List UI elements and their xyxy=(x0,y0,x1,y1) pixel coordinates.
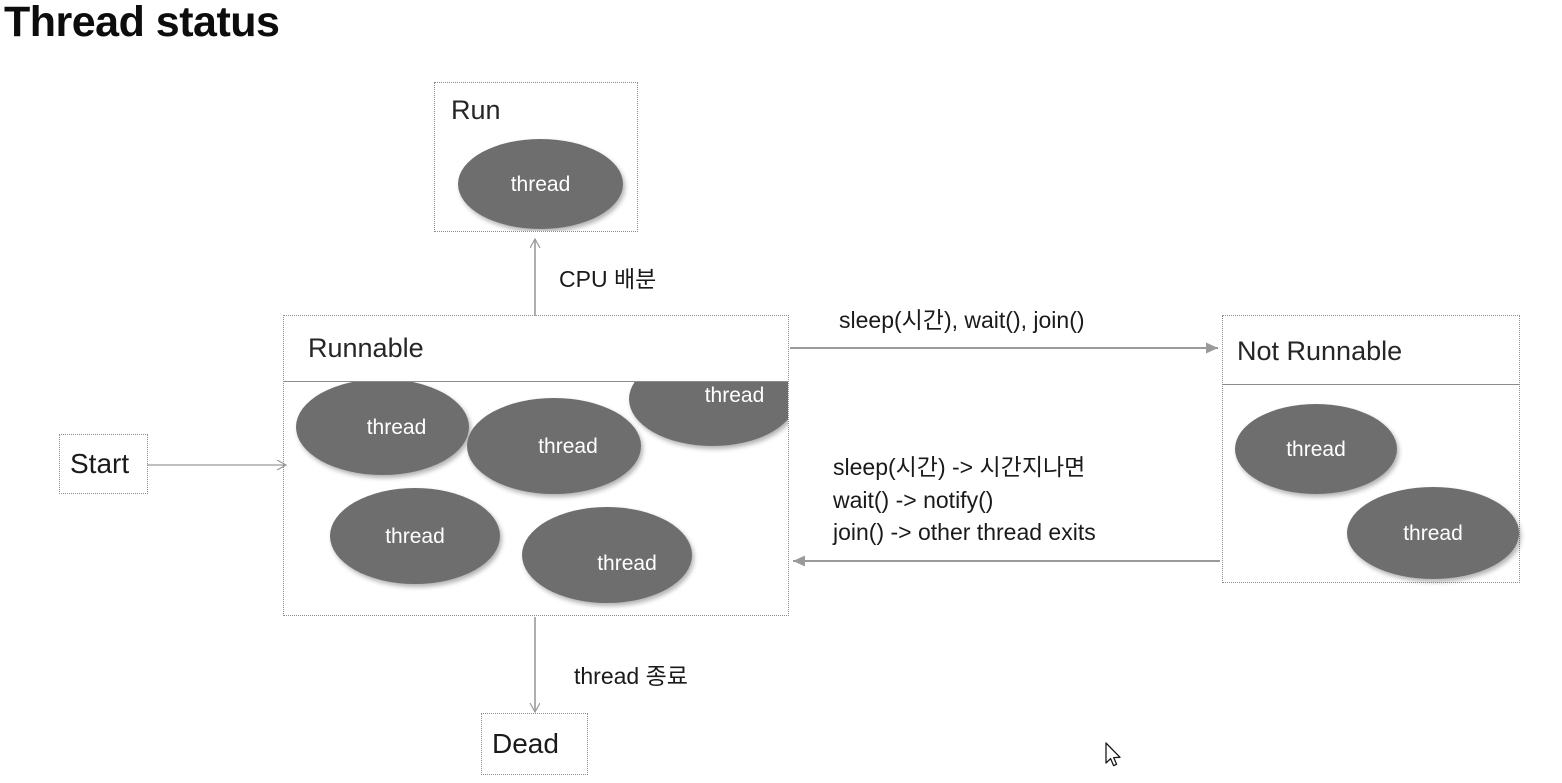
page-title: Thread status xyxy=(4,0,280,46)
thread-oval[interactable]: thread xyxy=(296,382,469,475)
thread-oval[interactable]: thread xyxy=(522,507,692,603)
thread-oval[interactable]: thread xyxy=(458,139,623,229)
state-title-run: Run xyxy=(451,95,501,125)
state-title-runnable: Runnable xyxy=(308,333,424,363)
state-label-start: Start xyxy=(70,448,130,479)
thread-oval[interactable]: thread xyxy=(629,382,788,446)
state-label-dead: Dead xyxy=(492,728,559,759)
run-thread-area: thread xyxy=(435,83,637,231)
state-box-dead[interactable]: Dead xyxy=(481,713,588,775)
thread-label: thread xyxy=(597,551,657,575)
thread-oval[interactable]: thread xyxy=(1347,487,1519,579)
edge-label-to-runnable: sleep(시간) -> 시간지나면 wait() -> notify() jo… xyxy=(833,451,1096,549)
state-box-not-runnable[interactable]: Not Runnable thread thread xyxy=(1222,315,1520,583)
thread-label: thread xyxy=(366,415,427,439)
edge-label-to-runnable-line2: wait() -> notify() xyxy=(833,486,994,513)
thread-label: thread xyxy=(704,383,765,407)
runnable-thread-area: thread thread thread thread thread xyxy=(284,382,788,615)
edge-label-to-runnable-line1: sleep(시간) -> 시간지나면 xyxy=(833,454,1086,480)
edge-label-cpu-allocation: CPU 배분 xyxy=(559,266,657,292)
edge-label-thread-terminate: thread 종료 xyxy=(574,663,688,689)
thread-oval[interactable]: thread xyxy=(467,398,641,494)
edge-label-to-not-runnable: sleep(시간), wait(), join() xyxy=(839,307,1085,333)
thread-label: thread xyxy=(510,172,571,196)
thread-label: thread xyxy=(1286,437,1346,461)
thread-oval[interactable]: thread xyxy=(330,488,500,584)
thread-label: thread xyxy=(385,524,445,548)
runnable-header-divider xyxy=(284,381,788,382)
thread-oval[interactable]: thread xyxy=(1235,404,1397,494)
not-runnable-header-divider xyxy=(1223,384,1519,385)
mouse-cursor-icon xyxy=(1105,742,1121,767)
thread-label: thread xyxy=(538,434,598,458)
state-title-not-runnable: Not Runnable xyxy=(1237,336,1403,366)
state-box-start[interactable]: Start xyxy=(59,434,148,494)
state-box-run[interactable]: Run thread xyxy=(434,82,638,232)
state-box-runnable[interactable]: Runnable thread thread thread thread thr… xyxy=(283,315,789,616)
thread-label: thread xyxy=(1403,521,1463,545)
edge-label-to-runnable-line3: join() -> other thread exits xyxy=(833,519,1096,546)
